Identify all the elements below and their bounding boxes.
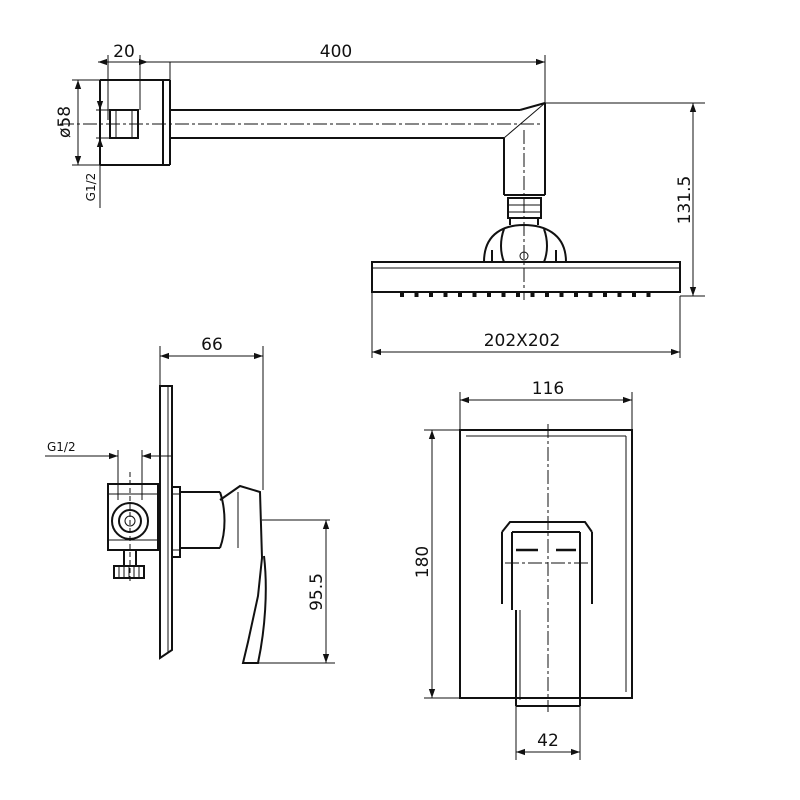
label-42: 42 xyxy=(537,731,559,751)
label-400: 400 xyxy=(320,42,352,62)
shower-arm-view: 20 400 ø58 G1/2 13 xyxy=(55,42,705,358)
nozzle xyxy=(516,292,520,297)
dim-flange-depth: 20 xyxy=(98,42,148,120)
nozzle xyxy=(501,292,506,297)
mixer-lever xyxy=(219,484,330,664)
mixer-handle-front xyxy=(501,521,593,707)
label-95-5: 95.5 xyxy=(307,573,327,611)
dim-plate-height: 180 xyxy=(413,429,460,699)
label-202x202: 202X202 xyxy=(484,331,561,351)
label-g12-mixer: G1/2 xyxy=(47,440,76,454)
shower-nozzles xyxy=(400,292,651,297)
nozzle xyxy=(646,292,651,297)
wall-plate-side xyxy=(159,385,173,660)
mixer-side-view: 66 G1/2 95.5 xyxy=(45,335,335,664)
label-180: 180 xyxy=(413,546,433,578)
shower-arm xyxy=(60,102,546,300)
nozzle xyxy=(617,292,622,297)
arm-connector xyxy=(504,194,545,225)
nozzle xyxy=(530,292,535,297)
nozzle xyxy=(545,292,549,297)
label-d58: ø58 xyxy=(55,106,75,138)
nozzle xyxy=(603,292,607,297)
label-131-5: 131.5 xyxy=(675,176,695,225)
nozzle xyxy=(400,292,404,297)
nozzle xyxy=(458,292,462,297)
cartridge-flange xyxy=(171,486,226,558)
dim-head-drop: 131.5 xyxy=(545,102,705,297)
ball-joint xyxy=(483,223,567,263)
valve-body xyxy=(107,472,159,582)
dim-mixer-thread: G1/2 xyxy=(45,440,172,500)
label-66: 66 xyxy=(201,335,223,355)
shower-head xyxy=(371,261,681,297)
nozzle xyxy=(429,292,433,297)
label-g12-arm: G1/2 xyxy=(84,173,98,202)
nozzle xyxy=(487,292,491,297)
dim-lever-height: 95.5 xyxy=(258,520,335,664)
dim-mixer-depth: 66 xyxy=(159,335,264,490)
label-116: 116 xyxy=(532,379,564,399)
wall-flange xyxy=(99,79,171,166)
label-20: 20 xyxy=(113,42,135,62)
nozzle xyxy=(559,292,564,297)
dim-arm-thread: G1/2 xyxy=(84,96,110,208)
dim-plate-width: 116 xyxy=(459,379,633,430)
nozzle xyxy=(414,292,419,297)
mixer-front-view: 116 180 42 xyxy=(413,379,633,760)
dim-head-size: 202X202 xyxy=(371,292,681,358)
dim-arm-length: 400 xyxy=(148,42,546,103)
nozzle xyxy=(443,292,448,297)
nozzle xyxy=(632,292,636,297)
nozzle xyxy=(574,292,578,297)
nozzle xyxy=(472,292,477,297)
dim-handle-width: 42 xyxy=(515,706,581,760)
wall-plate-front xyxy=(459,429,633,699)
dim-flange-diameter: ø58 xyxy=(55,79,100,166)
nozzle xyxy=(588,292,593,297)
